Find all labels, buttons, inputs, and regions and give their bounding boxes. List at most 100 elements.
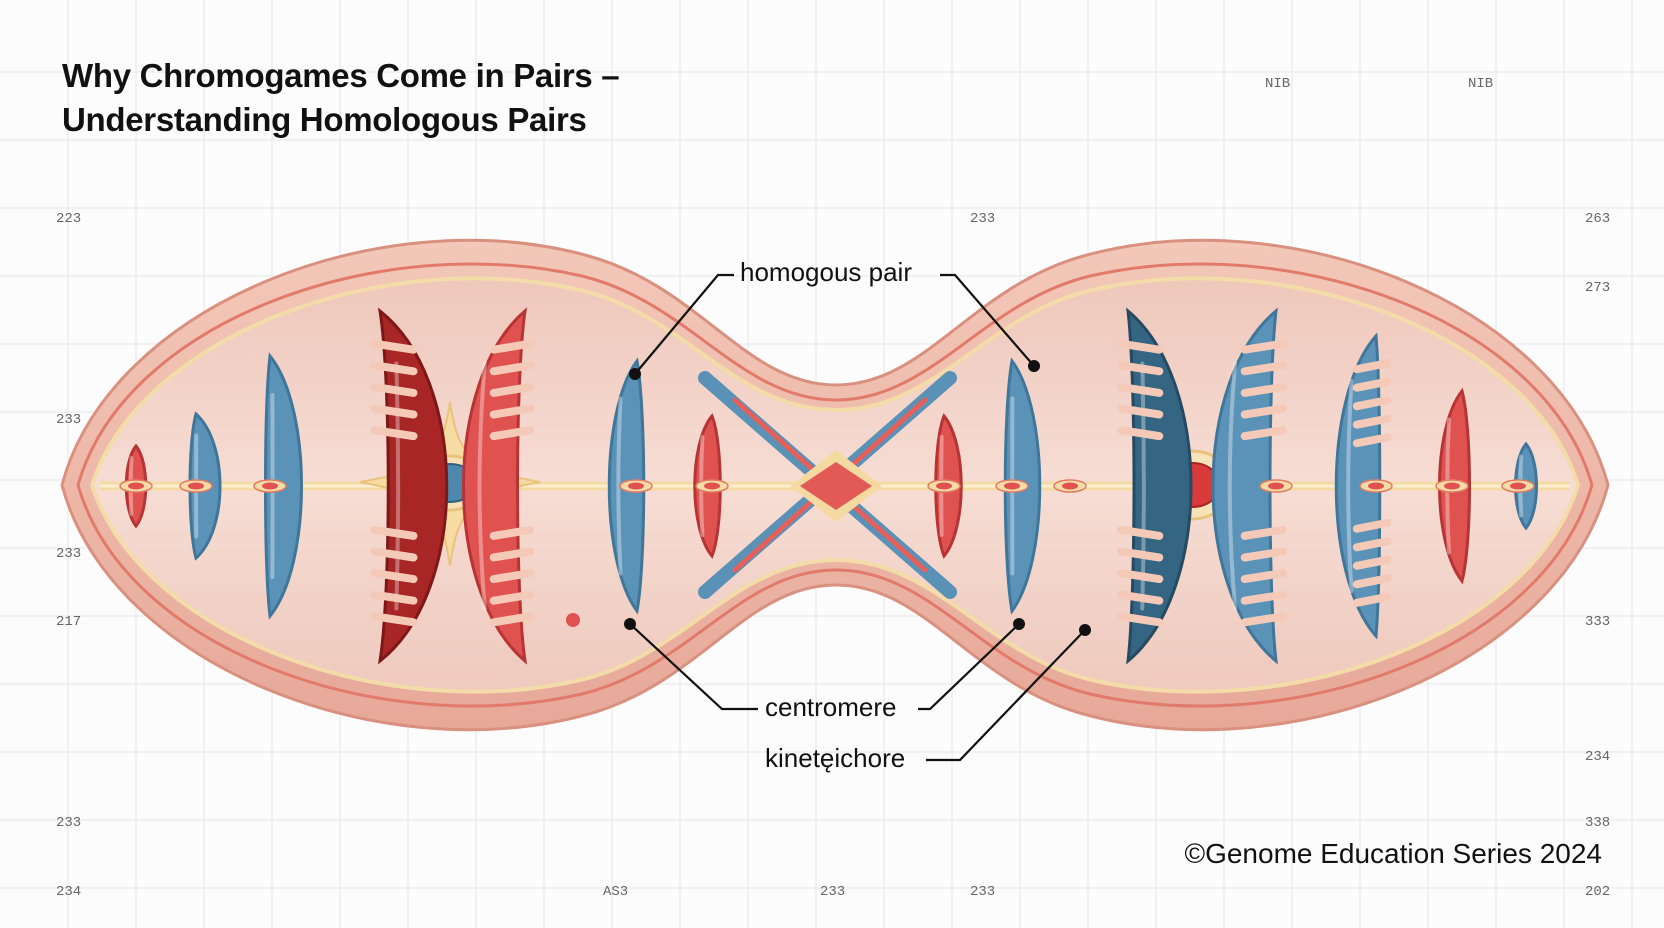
chromosome-highlight (616, 396, 623, 576)
small-granule (566, 613, 580, 627)
chromosome-band (489, 525, 535, 540)
chromosome-band (1352, 377, 1392, 392)
chromosome-band (1117, 525, 1164, 540)
inner-membrane (76, 262, 1594, 708)
title-line-2: Understanding Homologous Pairs (62, 101, 587, 138)
chromosome-band (1240, 569, 1287, 584)
title-line-1: Why Chromogames Come in Pairs – (62, 57, 620, 94)
kinetochore-core (1004, 482, 1020, 490)
chromosome-band (489, 426, 535, 441)
tick-bottom-4: 233 (970, 884, 996, 900)
chromosome-highlight (1227, 361, 1238, 611)
chromosome-band (489, 612, 535, 627)
kinetochore-core (128, 482, 144, 490)
label-centromere: centromere (765, 692, 897, 722)
tick-row5-left: 217 (56, 614, 82, 630)
chromosome-band (1117, 590, 1164, 605)
chromosome-band (370, 590, 418, 605)
chromosome-band (489, 339, 535, 354)
copyright-credit: ©Genome Education Series 2024 (1184, 838, 1602, 869)
chromosome-band (1240, 382, 1287, 397)
label-homologous-pair: homogous pair (740, 257, 912, 287)
chromosome-band (1117, 569, 1164, 584)
kinetochore-core (262, 482, 278, 490)
leader-centromere-left (629, 623, 758, 711)
page-title: Why Chromogames Come in Pairs – Understa… (62, 54, 620, 142)
tick-row2-right: 273 (1585, 280, 1611, 296)
kinetochore-core (628, 482, 644, 490)
chromosome-band (1240, 361, 1287, 376)
chromosome-band (370, 382, 418, 397)
tick-row1-right: 263 (1585, 211, 1611, 227)
chromosome-band (1240, 426, 1287, 441)
chromosome-highlight (1346, 379, 1354, 593)
tick-bottom-1: 234 (56, 884, 82, 900)
chromosome-band (1240, 612, 1287, 627)
chromosome-band (1352, 574, 1392, 589)
leader-endpoints (624, 360, 1091, 636)
chromosome-band (370, 612, 418, 627)
kinetochore-core (1268, 482, 1284, 490)
tick-row4-left: 233 (56, 546, 82, 562)
chromosome-band (1352, 359, 1392, 374)
chromosome-band (1117, 404, 1164, 419)
leader-lines (629, 273, 1086, 762)
leader-homologous-right (940, 273, 1035, 367)
chromosome-band (1240, 547, 1287, 562)
leader-homologous-left (634, 273, 734, 375)
chromosome-band (370, 404, 418, 419)
chromosome-band (370, 361, 418, 376)
tick-row1-left: 223 (56, 211, 82, 227)
chromosome-band (1352, 396, 1392, 411)
chromosome-band (370, 426, 418, 441)
kinetochore-core (188, 482, 204, 490)
tick-top-2: NIB (1468, 76, 1494, 92)
leader-kinetochore (926, 629, 1086, 762)
kinetochore-core (1062, 482, 1078, 490)
chromosome-band (1117, 612, 1164, 627)
leader-centromere-right (918, 623, 1020, 711)
tick-row7-left: 233 (56, 815, 82, 831)
chromosome-band (1352, 537, 1392, 552)
chromosome-band (1352, 592, 1392, 607)
kinetochore-core (936, 482, 952, 490)
kinetochore-core (1444, 482, 1460, 490)
tick-row7-right: 338 (1585, 815, 1611, 831)
chromosome-band (1117, 426, 1164, 441)
chromosome-band (370, 525, 418, 540)
tick-bottom-2: AS3 (603, 884, 629, 900)
label-kinetochore: kinetęichore (765, 743, 906, 773)
kinetochore-dots (119, 479, 1535, 493)
tick-bottom-5: 202 (1585, 884, 1611, 900)
tick-row6-right: 234 (1585, 749, 1611, 765)
chromosome-band (1117, 339, 1164, 354)
chromosome-highlight (477, 361, 487, 611)
chromosome-band (1352, 518, 1392, 533)
chromosome-band (1240, 525, 1287, 540)
kinetochore-core (704, 482, 720, 490)
chromosome-band (489, 361, 535, 376)
chromosome-band (1117, 361, 1164, 376)
tick-row3-left: 233 (56, 412, 82, 428)
chromosomes (124, 307, 1538, 665)
chromosome-band (489, 547, 535, 562)
chromosome-band (1240, 590, 1287, 605)
chromosome-highlight (394, 361, 401, 611)
chromosome-band (489, 590, 535, 605)
tick-row1-mid: 233 (970, 211, 996, 227)
chromosome-band (1117, 547, 1164, 562)
chromosome-band (1352, 433, 1392, 448)
crossing-fibers (698, 371, 957, 599)
tick-row5-right: 333 (1585, 614, 1611, 630)
chromosome-band (489, 404, 535, 419)
chromosome-band (370, 339, 418, 354)
chromosome-highlight (1140, 361, 1146, 611)
chromosome-band (1352, 555, 1392, 570)
chromosome-band (489, 569, 535, 584)
chromosome-band (370, 547, 418, 562)
chromosome-band (489, 382, 535, 397)
chromosome-band (1117, 382, 1164, 397)
kinetochore-core (1510, 482, 1526, 490)
tick-bottom-3: 233 (820, 884, 846, 900)
